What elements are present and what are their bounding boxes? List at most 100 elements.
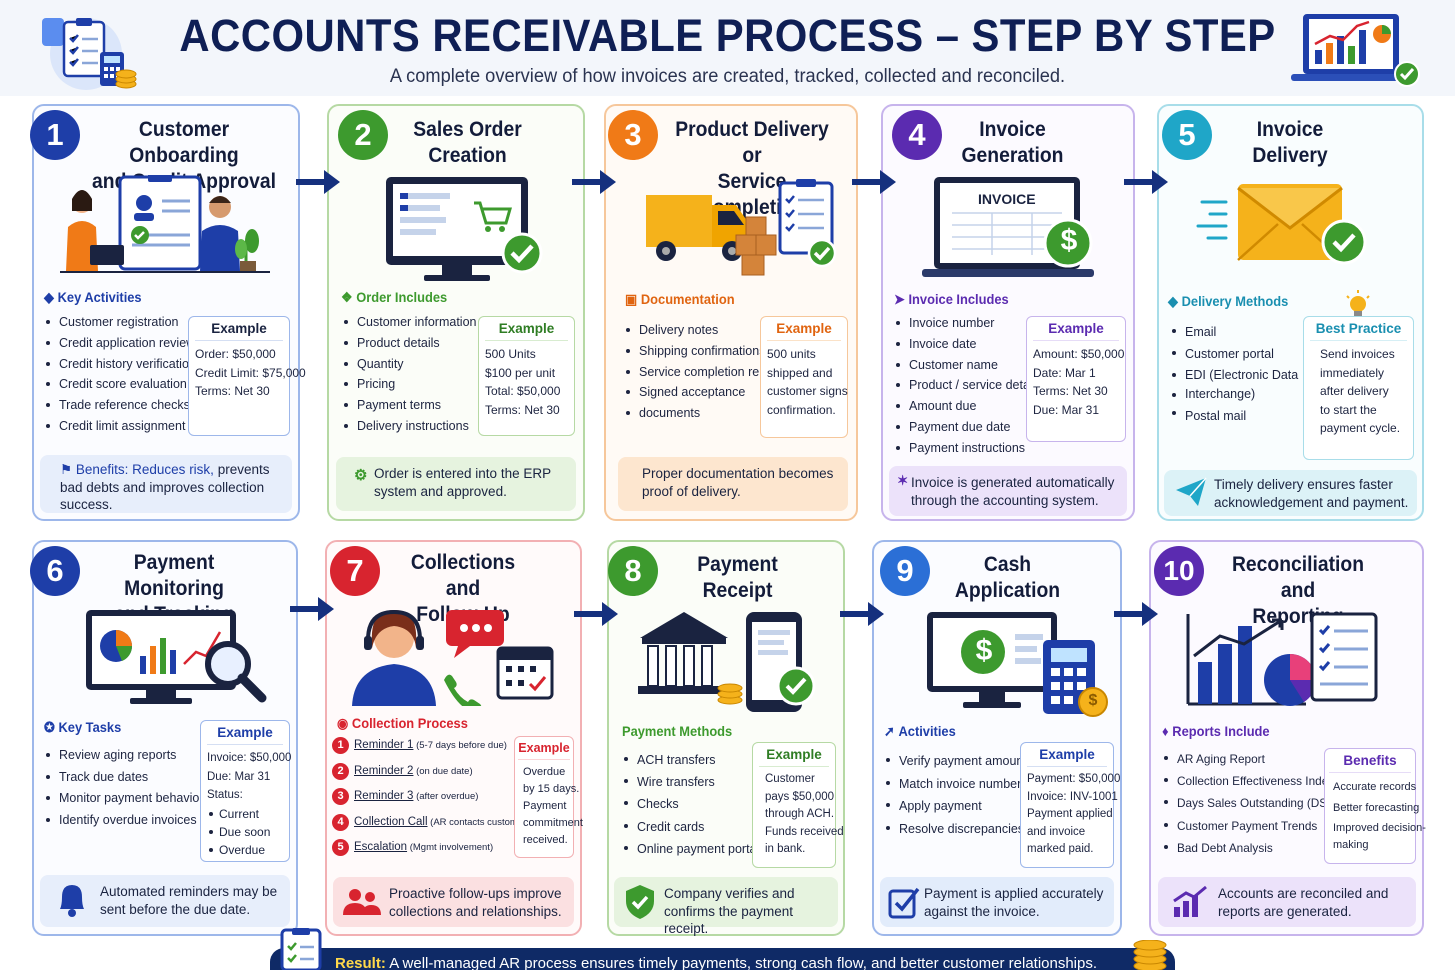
list-item: Online payment portals	[624, 838, 766, 860]
footer-box-9: Payment is applied accurately against th…	[880, 877, 1114, 927]
order-monitor-illustration	[384, 175, 544, 283]
footer-box-10: Accounts are reconciled and reports are …	[1158, 877, 1416, 927]
section-label-9: ➚Activities	[884, 723, 956, 739]
arrow-right-icon	[572, 168, 618, 201]
gear-icon: ❖	[341, 289, 353, 305]
laptop-chart-icon	[1285, 10, 1425, 90]
page-subtitle: A complete overview of how invoices are …	[389, 66, 1066, 87]
list-item: Service completion reports	[626, 362, 787, 383]
footer-box-6: Automated reminders may be sent before t…	[40, 875, 290, 927]
section-label-3: ▣Documentation	[625, 291, 735, 307]
arrow-right-icon	[574, 600, 620, 633]
gear-icon: ⚙	[354, 467, 368, 484]
arrow-right-icon	[296, 168, 342, 201]
page-header	[0, 0, 1455, 96]
example-box-4: Example Amount: $50,000 Date: Mar 1 Term…	[1026, 316, 1126, 442]
collections-illustration	[348, 602, 558, 712]
list-item: Credit cards	[624, 816, 766, 838]
section-label-7: ◉Collection Process	[337, 715, 468, 731]
list-item: Review aging reports	[46, 745, 204, 767]
list-item: Credit application review	[46, 333, 196, 354]
section-label-1: ◆Key Activities	[44, 289, 142, 305]
delivery-illustration	[644, 175, 844, 280]
list-item: Match invoice numbers	[886, 773, 1028, 796]
benefits-box-1: ⚑ Benefits: Reduces risk, prevents bad d…	[40, 455, 292, 513]
diamond-icon: ◆	[1168, 293, 1178, 309]
list-item: Customer portal	[1172, 343, 1298, 365]
payment-receipt-illustration	[634, 608, 824, 716]
section-label-10: ♦Reports Include	[1162, 723, 1270, 739]
list-item: Customer registration	[46, 312, 196, 333]
list-item: Monitor payment behavior	[46, 788, 204, 810]
example-box-2: Example 500 Units $100 per unit Total: $…	[478, 316, 575, 436]
benefits-box-10: Benefits Accurate records Better forecas…	[1324, 748, 1426, 864]
list-item: Credit history verification	[46, 354, 196, 375]
invoice-delivery-illustration	[1196, 178, 1376, 278]
list-item: AR Aging Report	[1164, 748, 1340, 770]
list-item: Credit limit assignment	[46, 416, 196, 437]
list-item: Customer Payment Trends	[1164, 815, 1340, 837]
chat-icon: ◉	[337, 715, 349, 731]
invoice-label: INVOICE	[978, 191, 1036, 207]
list-item: documents	[626, 403, 787, 424]
footer-box-5: Timely delivery ensures faster acknowled…	[1164, 470, 1417, 516]
list-item: Wire transfers	[624, 771, 766, 793]
example-box-3: Example 500 units shipped and customer s…	[760, 316, 848, 438]
coin-icon: $	[1088, 692, 1098, 709]
clipboard-calculator-icon	[34, 12, 144, 92]
activity-list-1: Customer registration Credit application…	[46, 312, 196, 437]
list-item: Credit score evaluation	[46, 374, 196, 395]
list-item: Resolve discrepancies	[886, 818, 1028, 841]
list-item: Signed acceptance	[626, 382, 787, 403]
step-number-6: 6	[30, 546, 80, 596]
example-box-8: Example Customer pays $50,000 through AC…	[752, 742, 844, 868]
list-item: Identify overdue invoices	[46, 810, 204, 832]
reporting-illustration	[1186, 610, 1382, 710]
step-number-2: 2	[338, 110, 388, 160]
result-text: Result: A well-managed AR process ensure…	[335, 955, 1098, 970]
arrow-right-icon	[1114, 600, 1160, 633]
list-item: Delivery instructions	[344, 416, 477, 437]
document-icon: ▣	[625, 291, 638, 307]
footer-box-8: Company verifies and confirms the paymen…	[614, 877, 838, 936]
list-item: Verify payment amount	[886, 750, 1028, 773]
section-label-2: ❖Order Includes	[341, 289, 448, 305]
dollar-icon: $	[975, 634, 993, 667]
invoice-list-4: Invoice number Invoice date Customer nam…	[896, 313, 1042, 459]
list-item: Invoice number	[896, 313, 1042, 334]
delivery-methods-list-5: Email Customer portal EDI (Electronic Da…	[1172, 321, 1298, 429]
list-item: Product details	[344, 333, 477, 354]
lightbulb-icon	[1345, 290, 1371, 326]
result-banner	[270, 948, 1175, 970]
step-number-3: 3	[608, 110, 658, 160]
list-item: Collection Effectiveness Index	[1164, 770, 1340, 792]
footer-box-2: ⚙ Order is entered into the ERP system a…	[336, 457, 576, 511]
step-number-1: 1	[30, 110, 80, 160]
clipboard-icon	[278, 928, 326, 970]
step-number-10: 10	[1154, 546, 1204, 596]
example-box-7: Example Overdue by 15 days. Payment comm…	[514, 736, 583, 858]
step-card-10	[1149, 540, 1424, 936]
section-label-5: ◆Delivery Methods	[1168, 293, 1289, 309]
documentation-list-3: Delivery notes Shipping confirmations Se…	[626, 320, 787, 424]
step-card-8	[607, 540, 845, 936]
monitoring-illustration	[84, 608, 268, 708]
section-label-4: ➤Invoice Includes	[894, 291, 1009, 307]
step-number-5: 5	[1162, 110, 1212, 160]
arrow-right-icon	[852, 168, 898, 201]
reports-list-10: AR Aging Report Collection Effectiveness…	[1164, 748, 1340, 859]
step-number-8: 8	[608, 546, 658, 596]
best-practice-box-5: Best Practice Send invoices immediately …	[1303, 316, 1414, 460]
list-item: Customer name	[896, 355, 1042, 376]
checkbox-icon	[888, 885, 920, 924]
footer-box-4: ✶ Invoice is generated automatically thr…	[889, 466, 1127, 516]
list-item: Apply payment	[886, 795, 1028, 818]
